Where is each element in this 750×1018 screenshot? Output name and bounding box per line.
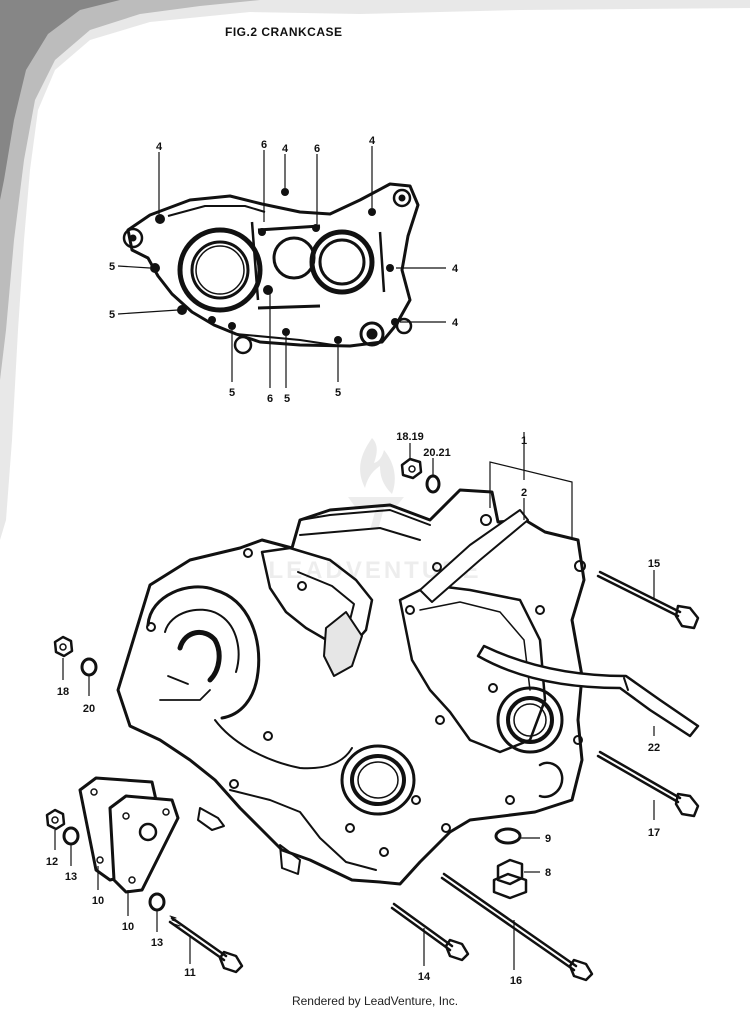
top-view-callouts: 4 6 4 6 4 5 4 5 4 5 6 5 5	[109, 135, 459, 405]
callout-label: 22	[648, 742, 660, 754]
callout-label: 13	[151, 937, 163, 949]
callout-label: 14	[418, 971, 431, 983]
callout-label: 4	[156, 141, 163, 153]
callout-label: 4	[452, 263, 459, 275]
render-credit: Rendered by LeadVenture, Inc.	[291, 994, 459, 1008]
callout-label: 5	[229, 387, 235, 399]
main-view-callouts: 18.19 20.21 1 2 15 18 20 22 9 17 8 12 13…	[46, 431, 660, 987]
crankcase-top-view	[122, 182, 420, 355]
callout-label: 2	[521, 487, 527, 499]
callout-label: 6	[261, 139, 267, 151]
callout-label: 4	[282, 143, 289, 155]
callout-label: 9	[545, 833, 551, 845]
callout-label: 18.19	[396, 431, 424, 443]
callout-label: 5	[335, 387, 341, 399]
callout-label: 16	[510, 975, 522, 987]
callout-label: 6	[314, 143, 320, 155]
scan-noise	[0, 0, 750, 540]
callout-label: 4	[452, 317, 459, 329]
callout-label: 8	[545, 867, 551, 879]
callout-label: 10	[122, 921, 134, 933]
callout-label: 18	[57, 686, 69, 698]
callout-label: 5	[109, 309, 115, 321]
hardware-parts	[45, 457, 700, 982]
callout-label: 1	[521, 435, 527, 447]
callout-label: 10	[92, 895, 104, 907]
callout-label: 5	[109, 261, 115, 273]
callout-label: 20	[83, 703, 95, 715]
callout-label: 20.21	[423, 447, 451, 459]
callout-label: 12	[46, 856, 58, 868]
callout-label: 4	[369, 135, 376, 147]
callout-label: 17	[648, 827, 660, 839]
callout-label: 11	[184, 967, 196, 979]
callout-label: 13	[65, 871, 77, 883]
callout-label: 6	[267, 393, 273, 405]
top-view-leaders	[117, 146, 446, 388]
crankcase-assembly	[116, 488, 700, 886]
main-view-leaders	[54, 432, 655, 970]
figure-title: FIG.2 CRANKCASE	[225, 25, 343, 39]
callout-label: 15	[648, 558, 660, 570]
callout-label: 5	[284, 393, 290, 405]
